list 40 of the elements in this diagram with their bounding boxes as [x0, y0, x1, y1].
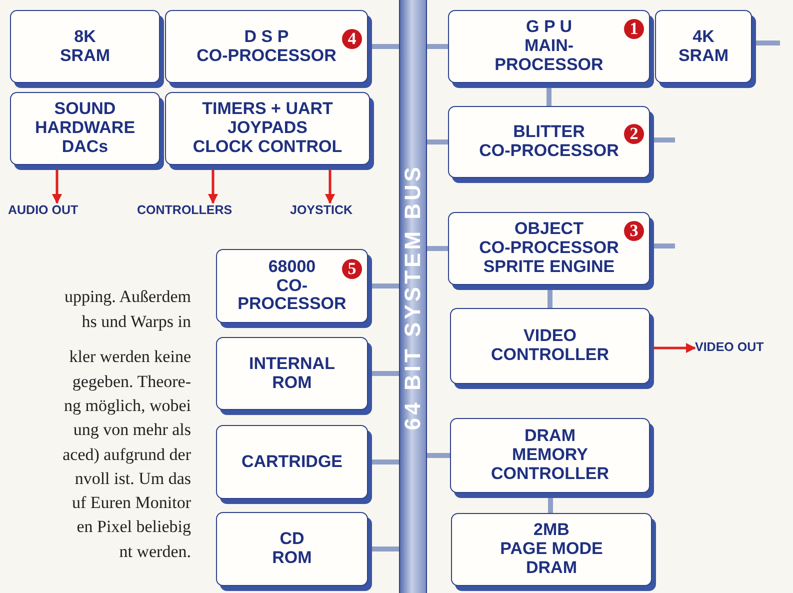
block-label: VIDEO CONTROLLER	[490, 327, 610, 365]
block-label: BLITTER CO-PROCESSOR	[479, 123, 619, 161]
block-label: TIMERS + UART JOYPADS CLOCK CONTROL	[192, 100, 342, 157]
block-label: DRAM MEMORY CONTROLLER	[490, 427, 610, 484]
block-label: D S P CO-PROCESSOR	[196, 28, 336, 66]
body-text-line: nt werden.	[119, 542, 191, 562]
block-label: CARTRIDGE	[241, 452, 343, 472]
body-text-line: ng möglich, wobei	[64, 396, 191, 416]
bus-connector	[427, 44, 448, 49]
body-text-line: gegeben. Theore-	[72, 372, 191, 392]
body-text-line: kler werden keine	[69, 347, 191, 367]
signal-label: CONTROLLERS	[137, 204, 232, 218]
bus-connector	[427, 453, 450, 458]
block-label: 8K SRAM	[60, 28, 110, 66]
signal-label: JOYSTICK	[290, 204, 353, 218]
bus-connector	[427, 140, 448, 144]
block-label: CD ROM	[272, 530, 312, 568]
number-badge: 5	[342, 259, 362, 279]
body-text-line: en Pixel beliebig	[76, 517, 191, 537]
number-badge: 4	[342, 29, 362, 49]
body-text-line: nvoll ist. Um das	[74, 469, 191, 489]
body-text-line: ung von mehr als	[73, 420, 191, 440]
body-text-line: uf Euren Monitor	[72, 493, 191, 513]
signal-label: AUDIO OUT	[8, 204, 78, 218]
body-text-line: hs und Warps in	[82, 312, 191, 332]
number-badge: 2	[624, 124, 644, 144]
bus-connector	[427, 246, 448, 251]
block-label: G P U MAIN- PROCESSOR	[494, 18, 604, 75]
block-label: SOUND HARDWARE DACs	[34, 100, 136, 157]
body-text-line: upping. Außerdem	[64, 287, 191, 307]
body-text-line: aced) aufgrund der	[62, 445, 191, 465]
block-label: 4K SRAM	[678, 28, 729, 66]
signal-label: VIDEO OUT	[695, 341, 764, 355]
block-label: INTERNAL ROM	[249, 354, 335, 392]
bus-label: 64 BIT SYSTEM BUS	[400, 163, 426, 430]
system-bus-bar	[399, 0, 427, 593]
number-badge: 1	[624, 19, 644, 39]
block-label: OBJECT CO-PROCESSOR SPRITE ENGINE	[479, 220, 619, 277]
block-label: 2MB PAGE MODE DRAM	[500, 521, 603, 578]
number-badge: 3	[624, 221, 644, 241]
